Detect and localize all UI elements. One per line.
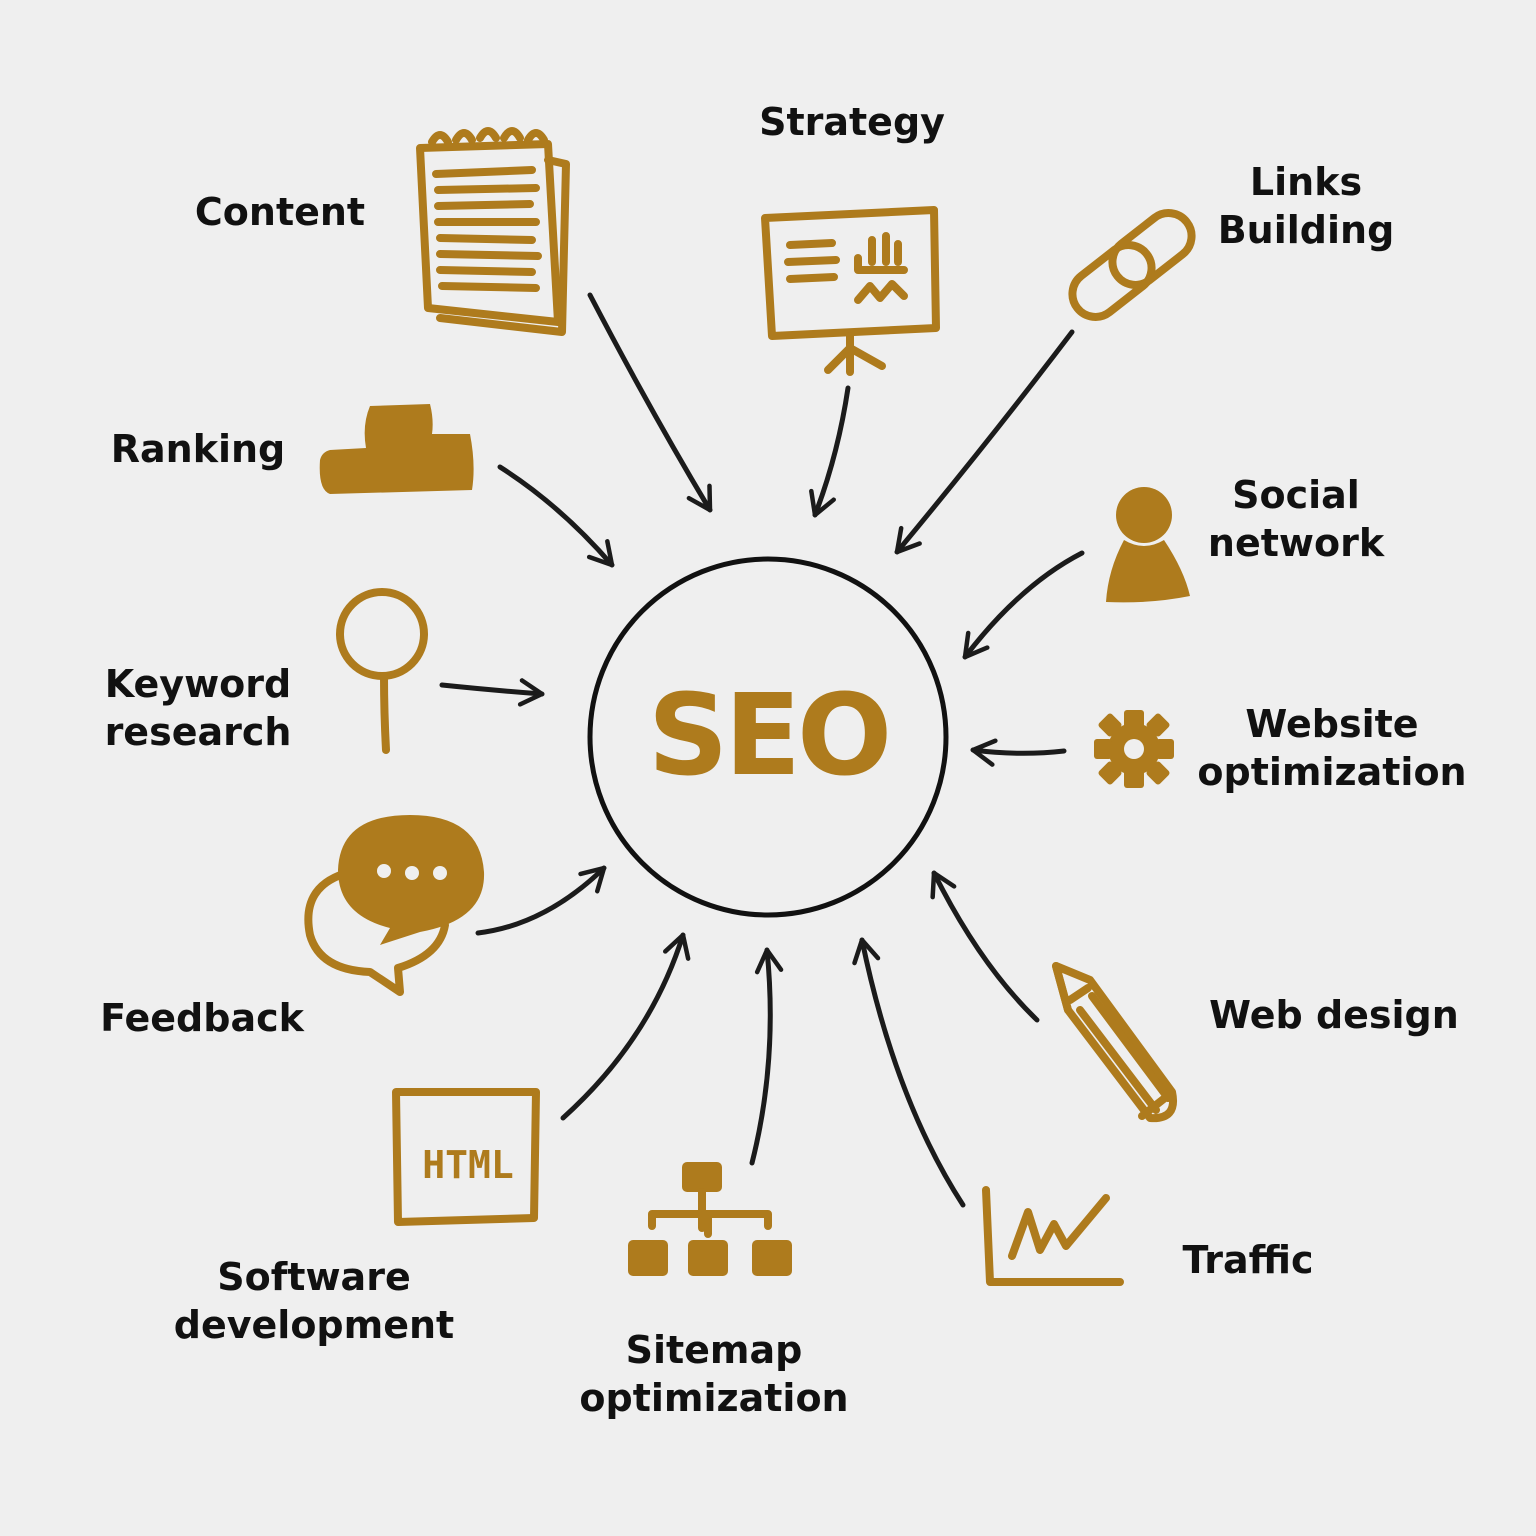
label-traffic: Traffic xyxy=(1182,1236,1313,1284)
label-web-design-line-1: Web design xyxy=(1209,993,1459,1037)
label-links-building-line-2: Building xyxy=(1217,208,1395,252)
podium-icon xyxy=(319,404,474,494)
arrow-feedback xyxy=(475,865,607,936)
arrow-links-building xyxy=(894,329,1075,555)
label-ranking-line-1: Ranking xyxy=(110,427,286,471)
arrow-ranking xyxy=(497,464,615,568)
arrow-sitemap-optimization xyxy=(749,947,784,1166)
label-social-network: Social network xyxy=(1208,471,1384,567)
label-links-building: Links Building xyxy=(1218,158,1395,254)
label-sitemap-optimization-line-2: optimization xyxy=(579,1376,849,1420)
magnifier-icon xyxy=(336,588,428,754)
html-icon-text: HTML xyxy=(422,1143,514,1187)
label-website-optimization-line-2: optimization xyxy=(1197,750,1467,794)
label-sitemap-optimization: Sitemap optimization xyxy=(579,1326,848,1422)
pencil-icon xyxy=(1052,962,1177,1123)
arrow-website-optimization xyxy=(970,738,1067,767)
label-content: Content xyxy=(195,188,365,236)
arrow-keyword-research xyxy=(439,678,545,707)
seo-circle xyxy=(587,556,949,918)
arrow-software-development xyxy=(560,932,691,1121)
sitemap-icon xyxy=(628,1162,792,1276)
label-strategy: Strategy xyxy=(759,98,945,146)
label-website-optimization-line-1: Website xyxy=(1245,702,1419,746)
label-social-network-line-1: Social xyxy=(1232,473,1360,517)
arrow-web-design xyxy=(930,870,1040,1023)
label-links-building-line-1: Links xyxy=(1249,160,1363,204)
label-website-optimization: Website optimization xyxy=(1197,700,1466,796)
person-icon xyxy=(1106,487,1190,603)
label-ranking: Ranking xyxy=(111,425,286,473)
label-software-development-line-1: Software xyxy=(217,1255,411,1299)
arrow-content xyxy=(587,292,713,513)
presentation-board-icon xyxy=(761,206,940,376)
label-strategy-line-1: Strategy xyxy=(759,100,945,144)
arrow-social-network xyxy=(962,550,1085,660)
label-keyword-research-line-2: research xyxy=(104,710,292,754)
label-web-design: Web design xyxy=(1209,991,1459,1039)
label-software-development: Software development xyxy=(174,1253,454,1349)
arrow-traffic xyxy=(852,937,966,1208)
label-content-line-1: Content xyxy=(194,190,366,234)
label-sitemap-optimization-line-1: Sitemap xyxy=(625,1328,803,1372)
html-icon: HTML xyxy=(392,1088,540,1226)
label-feedback: Feedback xyxy=(100,994,304,1042)
gear-icon xyxy=(1094,710,1174,788)
line-graph-icon xyxy=(982,1186,1124,1286)
label-feedback-line-1: Feedback xyxy=(100,996,304,1040)
chain-link-icon xyxy=(1068,209,1196,321)
seo-title: SEO xyxy=(647,671,892,801)
arrow-strategy xyxy=(809,385,851,518)
arrows xyxy=(439,292,1085,1208)
label-traffic-line-1: Traffic xyxy=(1182,1238,1314,1282)
chat-bubbles-icon xyxy=(304,815,485,996)
label-keyword-research-line-1: Keyword xyxy=(104,662,292,706)
label-social-network-line-2: network xyxy=(1207,521,1385,565)
label-keyword-research: Keyword research xyxy=(105,660,292,756)
notepad-icon xyxy=(416,127,570,336)
label-software-development-line-2: development xyxy=(173,1303,455,1347)
